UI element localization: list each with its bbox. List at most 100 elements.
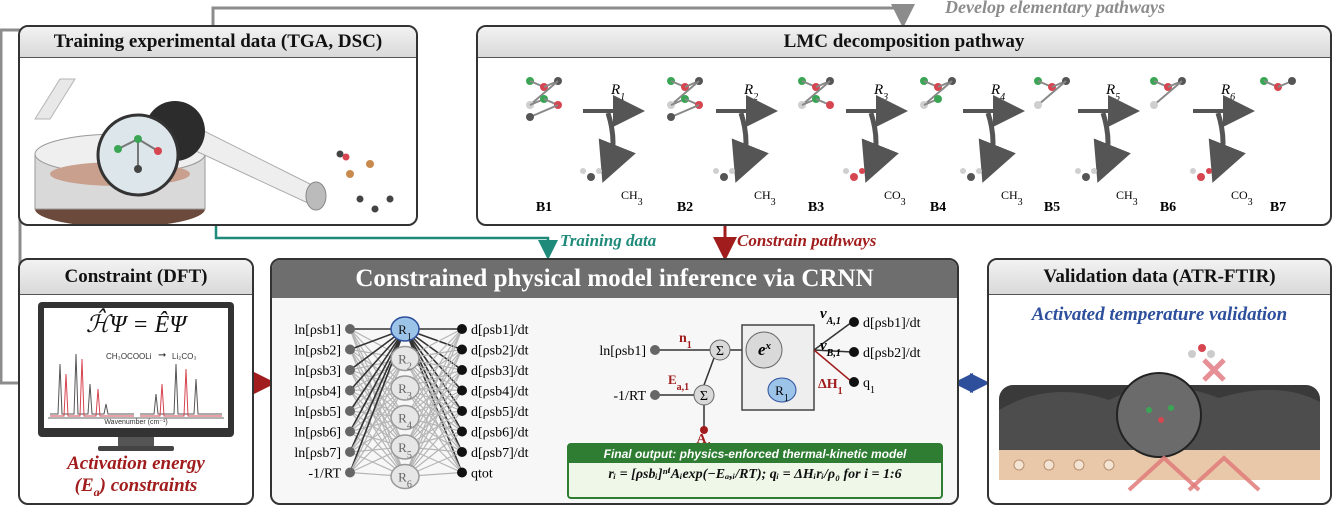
sum-node-1 <box>709 339 731 361</box>
species-molecule-B4 <box>920 77 956 109</box>
species-molecule-B5 <box>1034 77 1070 109</box>
output-node-5 <box>457 406 467 416</box>
species-label-B3: B3 <box>808 200 824 215</box>
output-node-8 <box>457 467 467 478</box>
hidden-node-R5 <box>390 434 420 460</box>
nu-b-label: νB,1 <box>820 338 841 359</box>
dh-label: ΔH1 <box>818 377 843 397</box>
training-panel-title: Training experimental data (TGA, DSC) <box>20 27 416 58</box>
n1-label: n1 <box>679 331 692 351</box>
hidden-node-R1 <box>390 316 420 342</box>
caption-line1: Activation energy <box>67 453 205 474</box>
detail-output-label-3: q1 <box>863 376 875 396</box>
input-node-1 <box>345 324 355 334</box>
byproduct-label-1: CH3 <box>621 188 643 208</box>
constraint-caption: Activation energy (Ea) constraints <box>20 453 252 503</box>
hidden-label-R6: R6 <box>398 470 412 491</box>
input-label-7: ln[ρsb7] <box>294 446 341 461</box>
detail-input-label-2: -1/RT <box>613 389 646 404</box>
byproduct-molecule-6 <box>1190 168 1212 181</box>
input-node-5 <box>345 406 355 416</box>
reaction-branch-R3 <box>861 112 899 183</box>
byproduct-molecule-4 <box>960 168 982 181</box>
training-data-label: Training data <box>560 231 657 250</box>
a1-node <box>700 426 708 434</box>
hidden-label-R5: R5 <box>398 440 412 461</box>
input-label-3: ln[ρsb3] <box>294 364 341 379</box>
byproduct-label-6: CO3 <box>1231 188 1253 208</box>
species-label-B2: B2 <box>677 200 693 215</box>
caption-line2-pre: (E <box>74 475 94 496</box>
byproduct-label-2: CH3 <box>754 188 776 208</box>
training-panel: Training experimental data (TGA, DSC) <box>18 25 418 226</box>
input-node-7 <box>345 447 355 457</box>
reaction-label-R5: R5 <box>1105 82 1120 103</box>
species-label-B5: B5 <box>1044 200 1060 215</box>
byproduct-molecule-2 <box>713 168 735 181</box>
output-label-4: d[ρsb4]/dt <box>471 385 529 400</box>
lmc-panel-title: LMC decomposition pathway <box>478 27 1330 58</box>
validation-panel: Validation data (ATR-FTIR) Activated tem… <box>987 258 1332 505</box>
reaction-label-R1: R1 <box>610 82 625 103</box>
output-node-2 <box>457 344 467 355</box>
input-node-4 <box>345 385 355 396</box>
final-equation: rᵢ = [ρsbᵢ]ⁿⁱAᵢexp(−Eₐ,ᵢ/RT); qᵢ = ΔHᵢrᵢ… <box>608 467 902 482</box>
output-node-3 <box>457 365 467 375</box>
byproduct-molecule-1 <box>580 168 602 181</box>
species-label-B1: B1 <box>536 200 552 215</box>
output-node-1 <box>457 324 467 334</box>
crnn-panel-title: Constrained physical model inference via… <box>272 260 957 298</box>
monitor-screen: ℋ̂Ψ = ÊΨ CH₃OCOOLi ➞ Li₂CO₃ Wavenumber (… <box>44 308 228 428</box>
validation-subtitle: Activated temperature validation <box>1031 304 1288 325</box>
atr-ftir-illustration <box>999 344 1320 492</box>
reaction-label-R2: R2 <box>743 82 758 103</box>
input-node-8 <box>345 467 355 478</box>
caption-line2-post: ) constraints <box>99 475 198 496</box>
hidden-label-R4: R4 <box>398 411 412 432</box>
final-output-title: Final output: physics-enforced thermal-k… <box>569 445 941 463</box>
spectrum-xlabel: Wavenumber (cm⁻¹) <box>104 419 168 426</box>
constrain-pathways-label: Constrain pathways <box>737 231 877 250</box>
input-label-1: ln[ρsb1] <box>294 323 341 338</box>
input-label-6: ln[ρsb6] <box>294 426 341 441</box>
ea1-label: Ea,1 <box>668 372 689 393</box>
exp-label: ex <box>758 340 772 359</box>
constraint-panel: Constraint (DFT) ℋ̂Ψ = ÊΨ CH₃OCOOLi ➞ Li… <box>18 258 254 505</box>
detail-input-node-2 <box>650 390 660 400</box>
detail-input-node-1 <box>650 345 660 355</box>
caption-line2: (Ea) constraints <box>20 475 252 503</box>
dft-spectrum <box>48 353 224 419</box>
reaction-left-label: CH₃OCOOLi <box>106 352 152 361</box>
reaction-branch-R6 <box>1208 112 1246 183</box>
sum-label-1: Σ <box>716 344 724 359</box>
output-label-3: d[ρsb3]/dt <box>471 364 529 379</box>
reaction-branch-R5 <box>1093 112 1131 183</box>
input-label-4: ln[ρsb4] <box>294 385 341 400</box>
sum-label-2: Σ <box>700 389 708 404</box>
reaction-label-R3: R3 <box>873 82 888 103</box>
species-label-B4: B4 <box>930 200 946 215</box>
reaction-branch-R4 <box>978 112 1016 183</box>
detail-output-node-3 <box>849 377 859 387</box>
species-molecule-B2 <box>667 77 703 121</box>
final-output-box: Final output: physics-enforced thermal-k… <box>567 443 943 499</box>
validation-panel-title: Validation data (ATR-FTIR) <box>989 260 1330 295</box>
reaction-arrow-icon: ➞ <box>158 350 167 361</box>
detail-r1-node <box>767 377 797 403</box>
input-node-2 <box>345 344 355 355</box>
reaction-right-label: Li₂CO₃ <box>172 352 197 361</box>
exp-node <box>745 331 783 369</box>
output-label-8: qtot <box>471 467 493 482</box>
training-data-arrow <box>214 223 558 260</box>
develop-pathways-label: Develop elementary pathways <box>945 0 1165 17</box>
schrodinger-equation: ℋ̂Ψ = ÊΨ <box>85 312 187 338</box>
species-label-B7: B7 <box>1270 200 1286 215</box>
hidden-node-R4 <box>390 404 420 431</box>
output-label-6: d[ρsb6]/dt <box>471 426 529 441</box>
byproduct-label-3: CO3 <box>884 188 906 208</box>
output-label-7: d[ρsb7]/dt <box>471 446 529 461</box>
species-molecule-B7 <box>1260 77 1296 91</box>
hidden-node-R3 <box>390 375 420 401</box>
species-molecule-B1 <box>526 77 562 121</box>
